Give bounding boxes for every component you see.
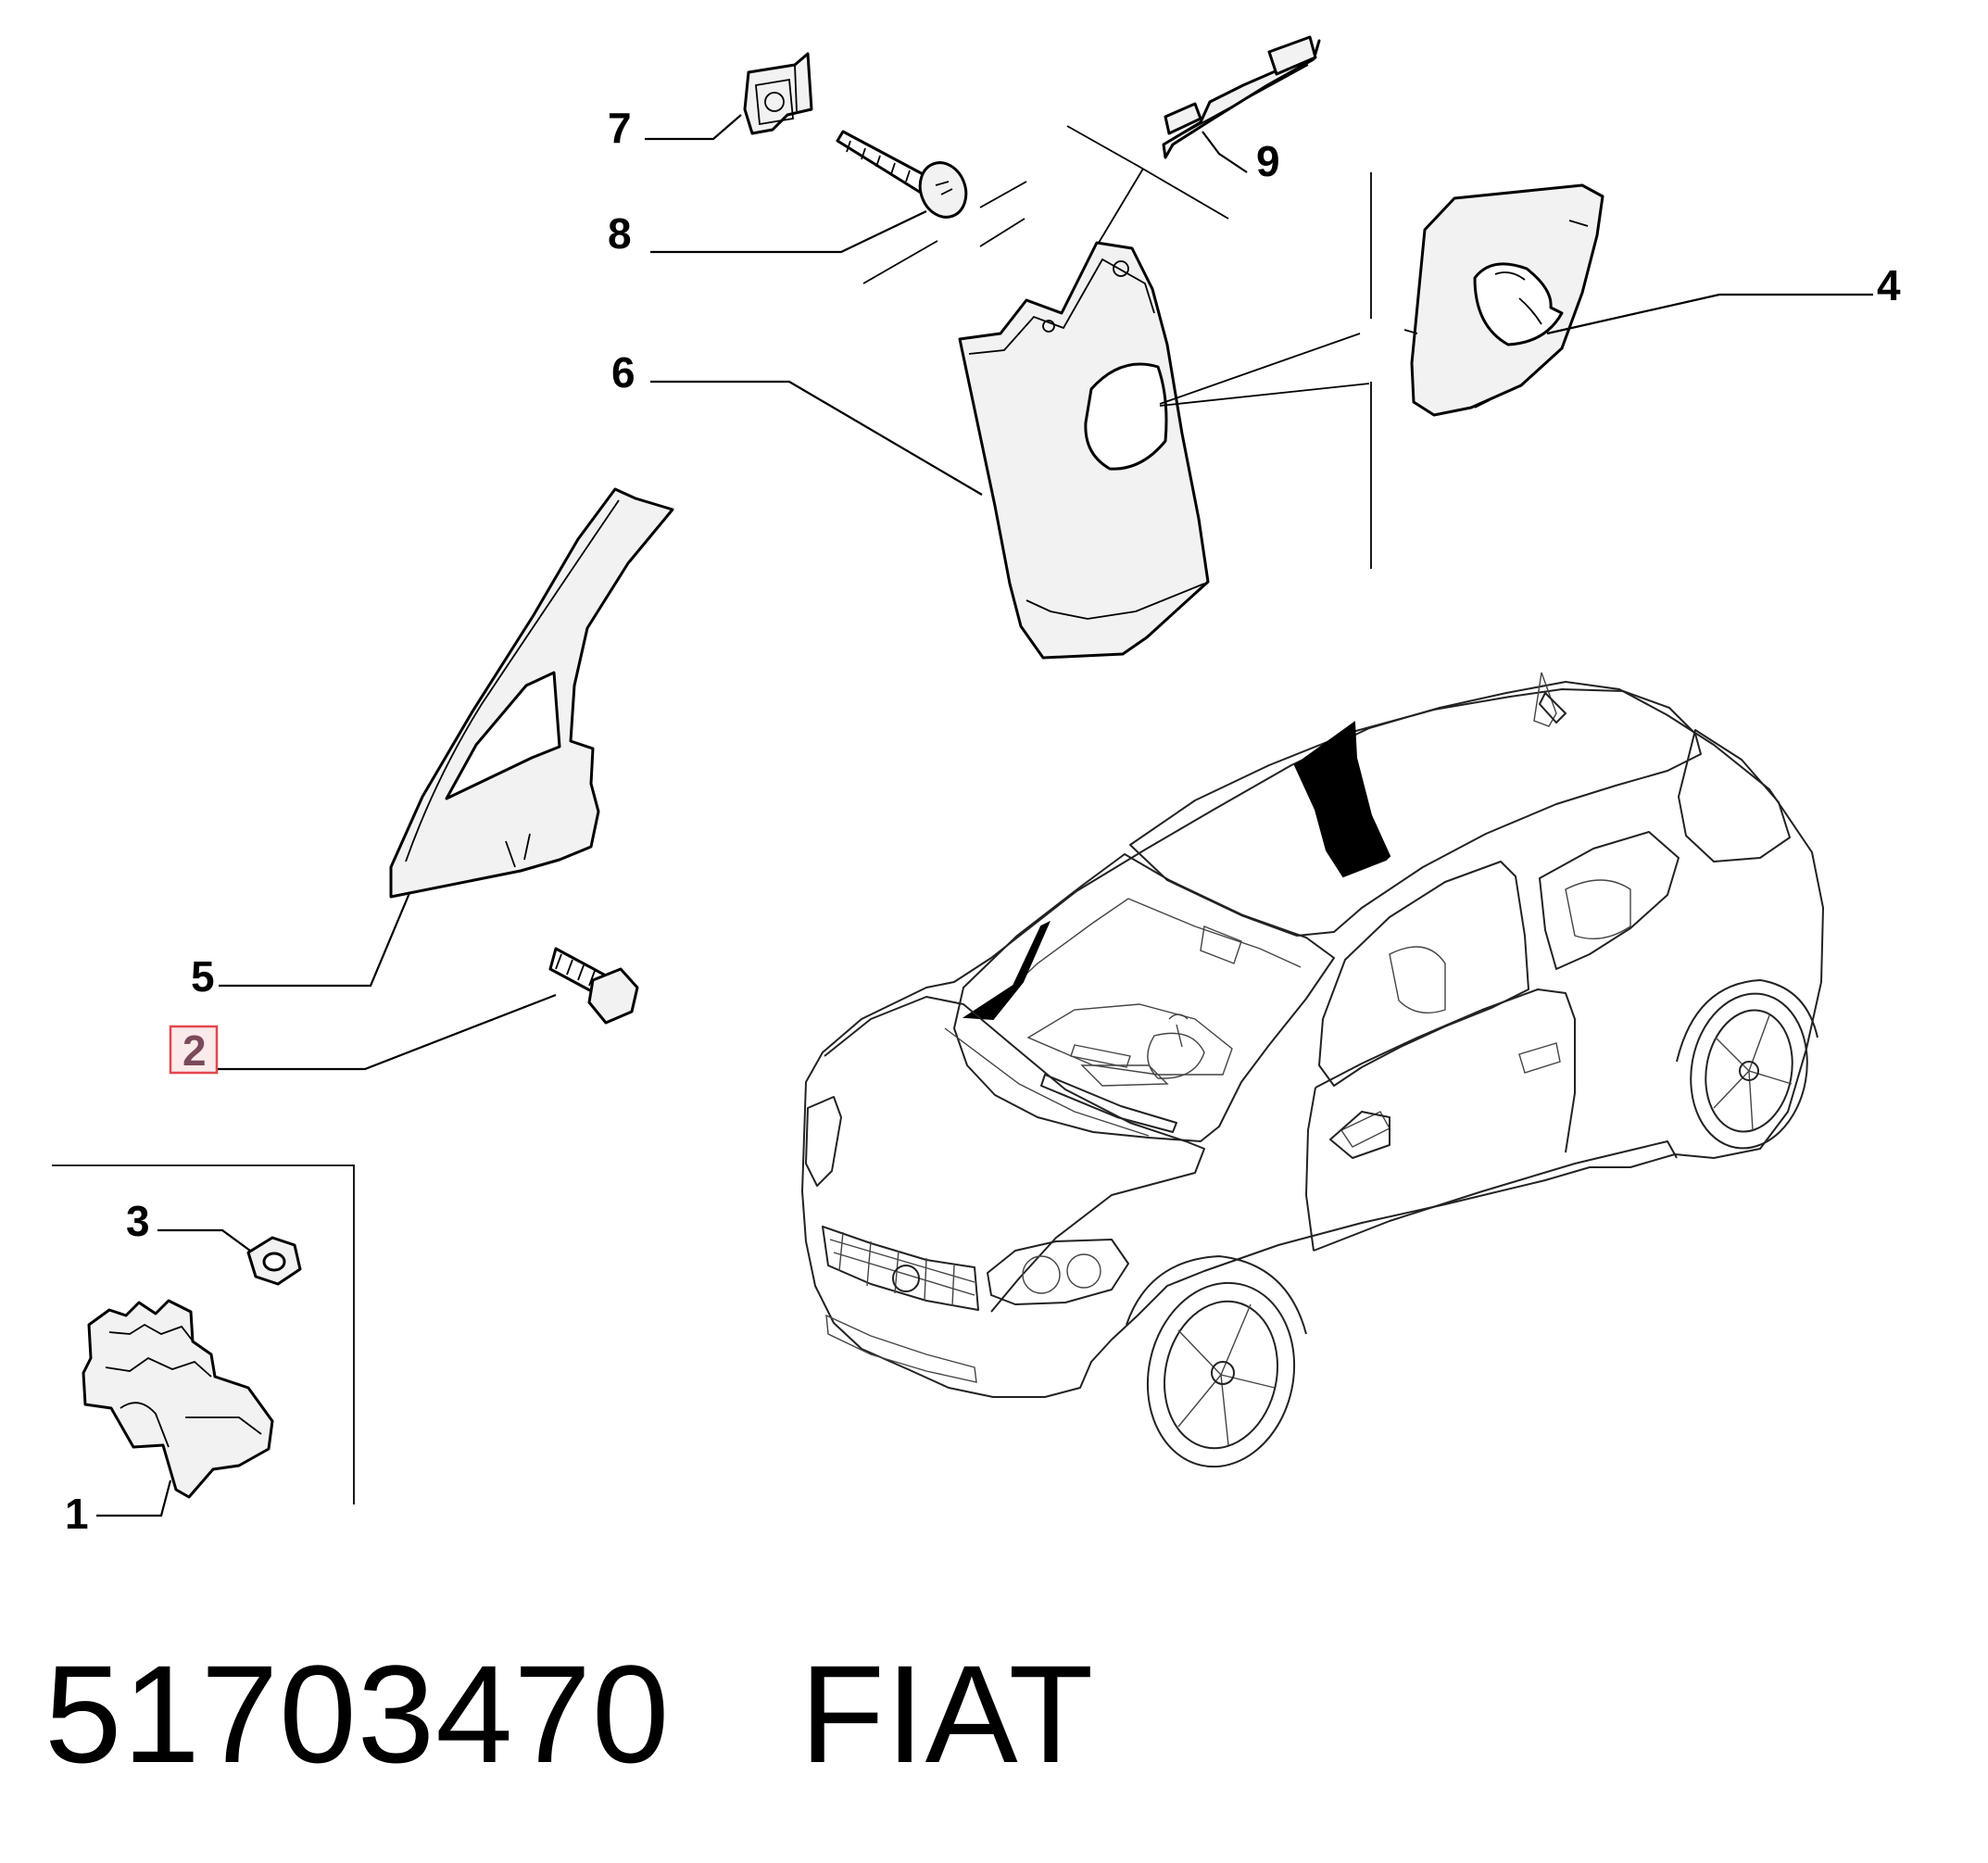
footer-caption: 51703470 FIAT [44, 1636, 1094, 1792]
part-5-a-pillar-trim[interactable] [389, 487, 674, 899]
part-4-grab-handle[interactable] [1403, 183, 1604, 417]
inset-frame [52, 1164, 355, 1504]
callout-2[interactable]: 2 [182, 1026, 207, 1075]
part-8-screw[interactable] [836, 130, 974, 223]
part-6-pillar-trim[interactable] [958, 241, 1210, 660]
construction-lines [862, 125, 1372, 569]
part-1-cable-bracket[interactable] [82, 1299, 274, 1499]
leader-lines [96, 114, 1873, 1517]
callout-8[interactable]: 8 [608, 209, 632, 258]
part-9-bracket[interactable] [1162, 35, 1321, 159]
callout-3[interactable]: 3 [126, 1197, 150, 1245]
brand-name: FIAT [799, 1635, 1095, 1792]
part-number: 51703470 [44, 1635, 671, 1792]
callout-7[interactable]: 7 [608, 104, 632, 152]
callout-1[interactable]: 1 [65, 1490, 89, 1538]
part-3-nut[interactable] [246, 1236, 302, 1286]
callout-2-highlight [169, 1025, 219, 1075]
callout-9[interactable]: 9 [1256, 137, 1280, 185]
callout-6[interactable]: 6 [611, 348, 635, 397]
part-2-bolt[interactable] [548, 947, 639, 1025]
callout-4[interactable]: 4 [1877, 261, 1901, 309]
car-illustration [801, 672, 1824, 1468]
callout-5[interactable]: 5 [191, 952, 215, 1001]
part-7-clip[interactable] [743, 52, 813, 135]
